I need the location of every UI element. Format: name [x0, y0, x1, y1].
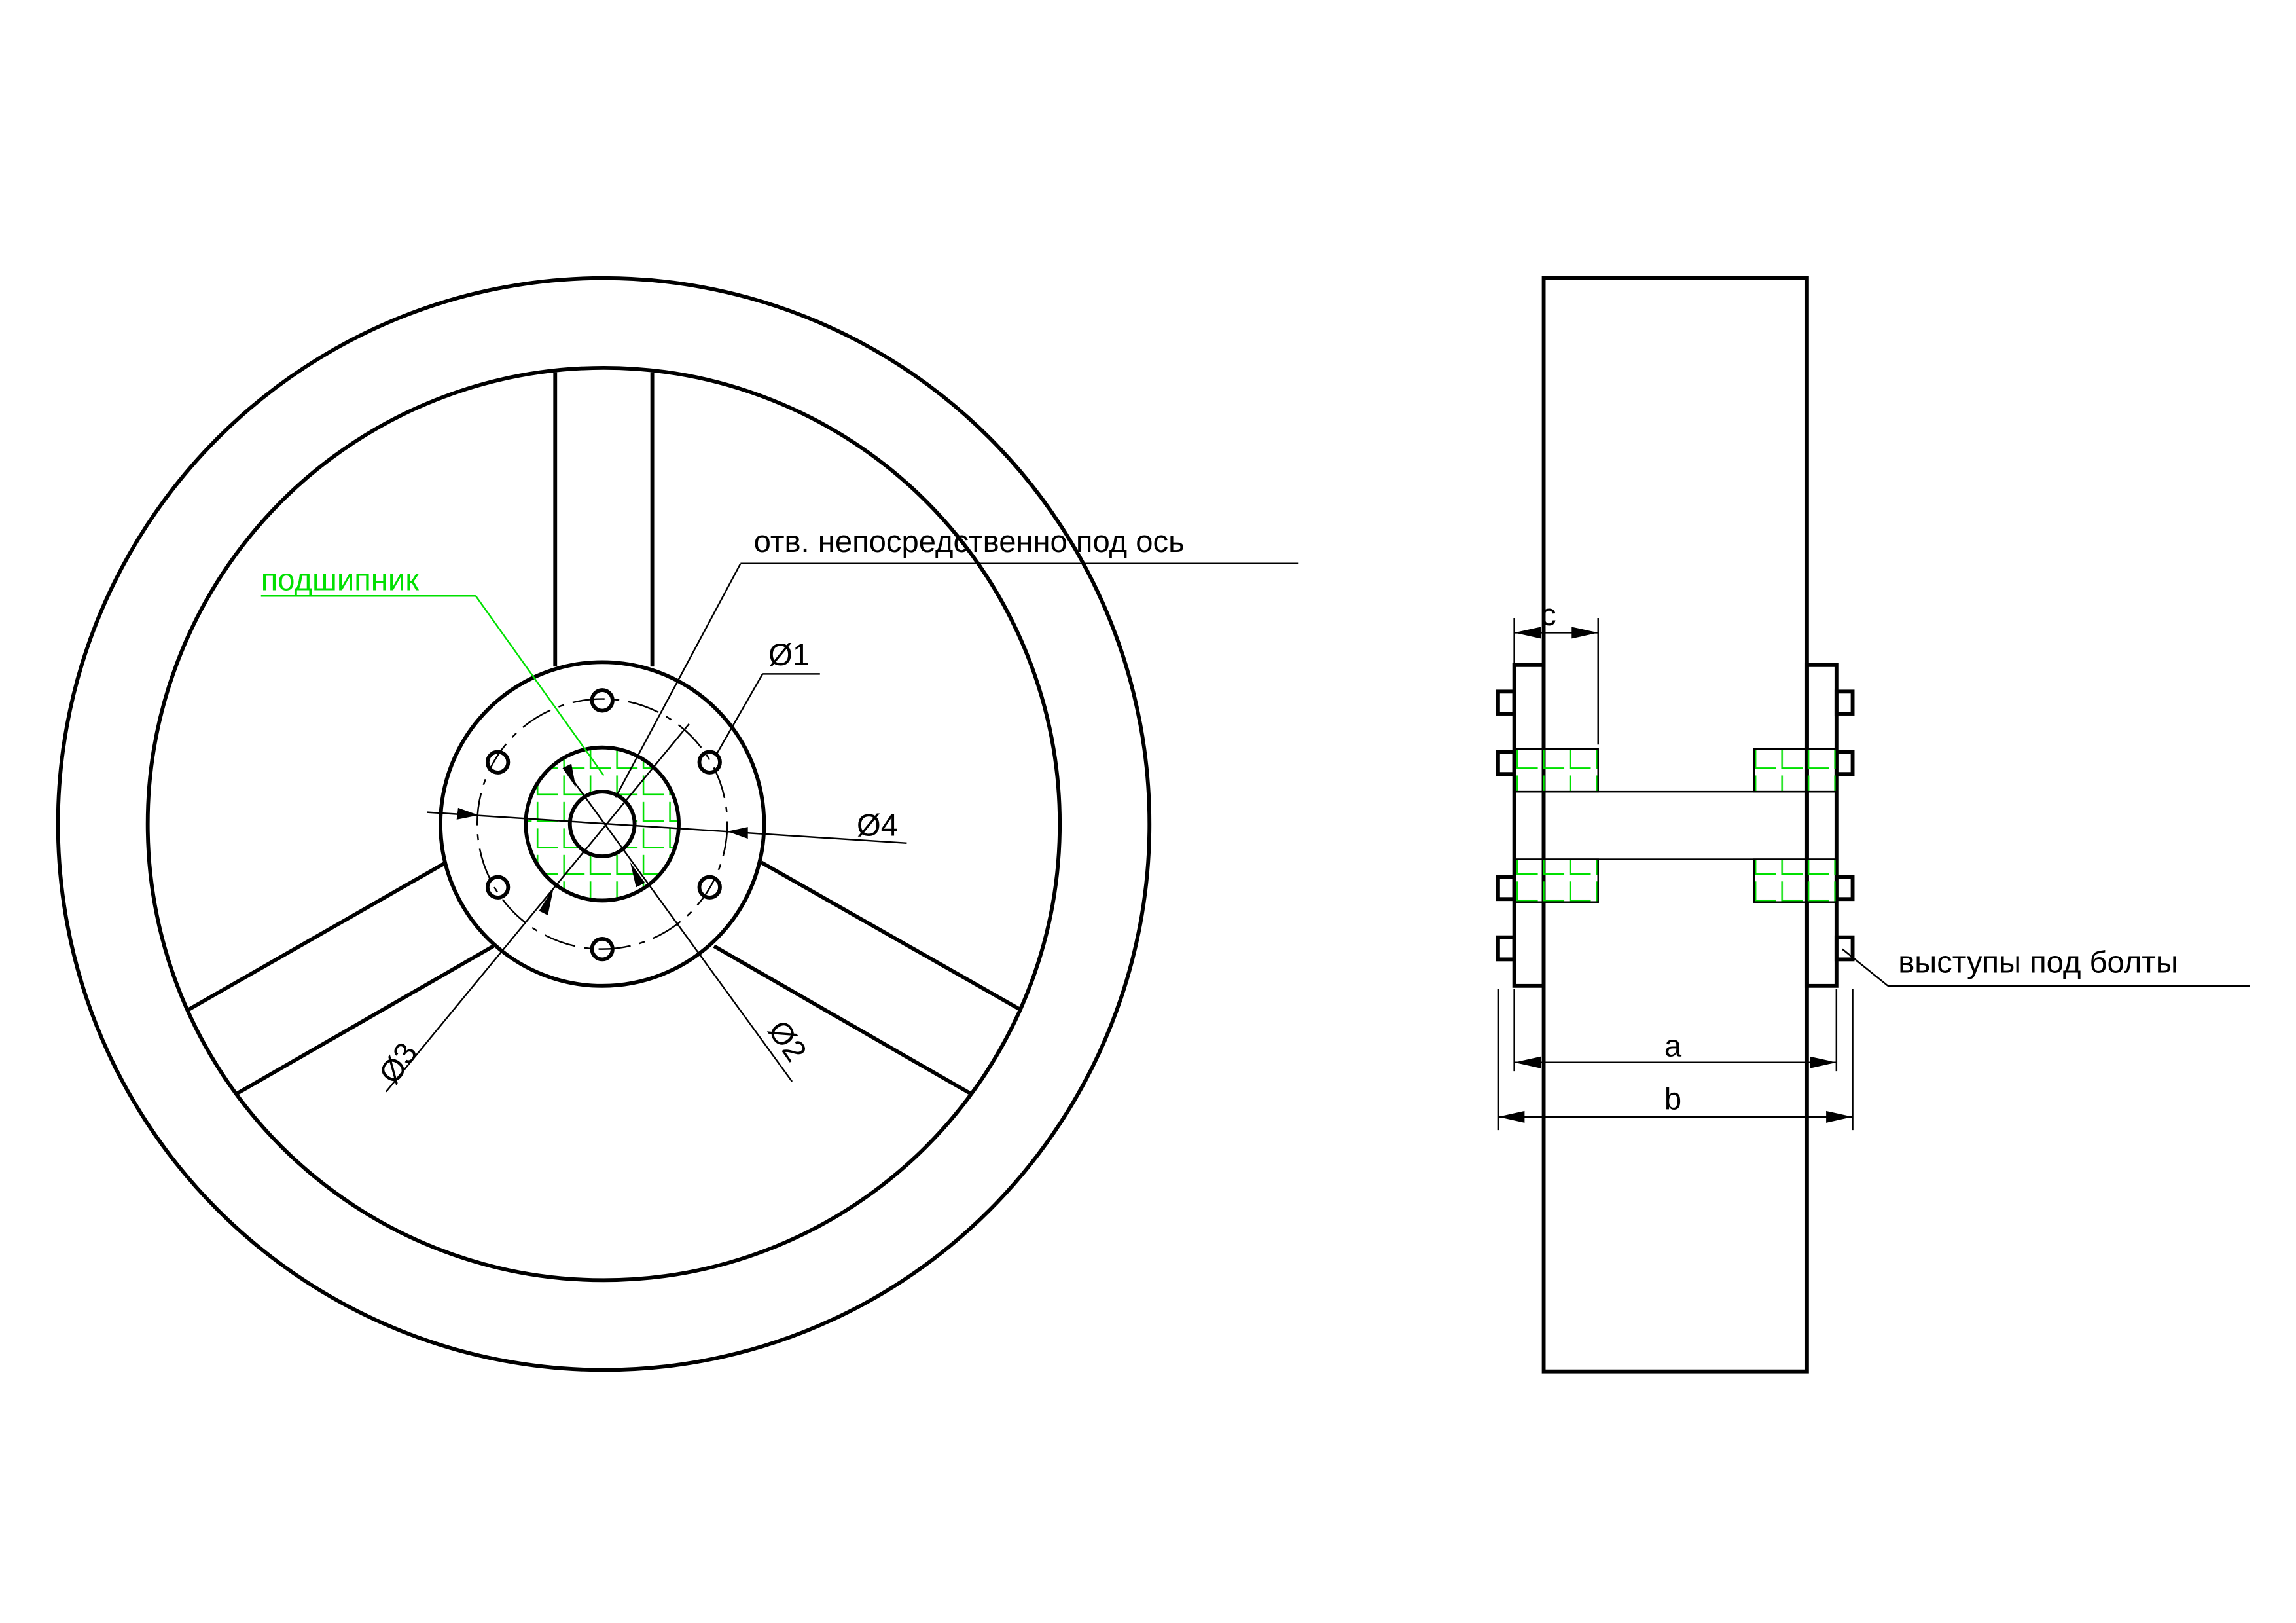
bolt-bosses-leader: выступы под болты — [1842, 945, 2250, 987]
dimension-d4: Ø4 — [427, 807, 907, 845]
tire-body — [1541, 276, 1809, 1374]
right-flange — [1804, 663, 1839, 988]
axle — [1513, 790, 1838, 860]
wheel-inner-rim — [145, 365, 1062, 1283]
left-flange — [1512, 663, 1546, 988]
bolt-circle — [476, 698, 728, 950]
dimension-a: a — [1513, 989, 1838, 1072]
dim-d3-label: Ø3 — [372, 1036, 425, 1090]
dim-a-label: a — [1664, 1029, 1682, 1064]
wheel-side-view: c a b выступы под болты — [1496, 276, 2250, 1374]
hub-flange — [439, 660, 766, 988]
bearings-side — [1513, 748, 1838, 903]
dimension-c: c — [1513, 598, 1599, 745]
axle-hole — [567, 790, 637, 858]
bearing-leader: подшипник — [261, 562, 605, 776]
spokes — [188, 372, 1021, 1095]
bearing-outline — [524, 745, 681, 903]
axle-hole-leader: отв. непосредственно под ось — [615, 524, 1299, 798]
dimension-b: b — [1497, 989, 1854, 1131]
axle-hole-label: отв. непосредственно под ось — [754, 524, 1185, 559]
wheel-front-view: Ø4 Ø3 Ø2 Ø1 отв. непосредственно под ось — [56, 276, 1299, 1372]
dim-d1-label: Ø1 — [768, 638, 810, 672]
dim-c-label: c — [1541, 598, 1556, 632]
wheel-outer-rim — [56, 276, 1152, 1372]
bolt-bosses — [1496, 689, 1855, 962]
dim-b-label: b — [1664, 1082, 1681, 1117]
bolt-holes — [485, 688, 722, 962]
bolt-bosses-label: выступы под болты — [1898, 945, 2178, 980]
bearing-label: подшипник — [261, 562, 419, 597]
dim-d4-label: Ø4 — [857, 809, 898, 843]
dimension-d1: Ø1 — [716, 638, 820, 754]
dim-d2-label: Ø2 — [761, 1014, 814, 1068]
